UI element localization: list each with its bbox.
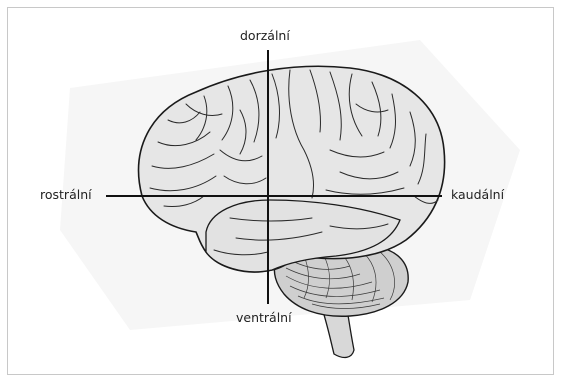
label-dorsal: dorzální — [240, 30, 290, 43]
label-rostral: rostrální — [40, 189, 92, 202]
label-caudal: kaudální — [451, 189, 504, 202]
label-ventral: ventrální — [236, 312, 292, 325]
